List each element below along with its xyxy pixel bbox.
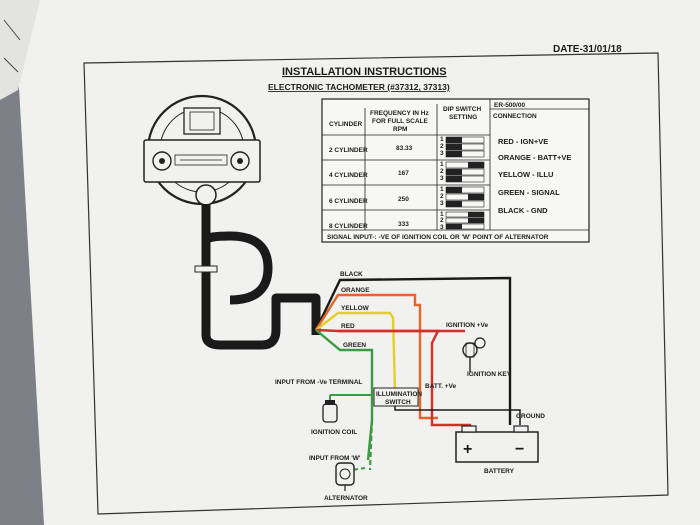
gauge-cable: [201, 204, 321, 350]
col-frequency-1: FREQUENCY IN Hz: [370, 110, 429, 117]
alternator-icon: [335, 462, 355, 491]
wire-label-yellow: YELLOW: [341, 305, 370, 312]
col-dip-2: SETTING: [449, 114, 477, 121]
col-model: ER-500/00: [494, 102, 525, 109]
input-terminal-label: INPUT FROM -Ve TERMINAL: [275, 379, 362, 386]
ignition-ve-label: IGNITION +Ve: [446, 322, 488, 329]
row-frequency-6: 250: [398, 196, 409, 203]
connection-orange: ORANGE - BATT+VE: [498, 153, 571, 162]
battery-icon: + −: [455, 425, 539, 463]
table-footer: SIGNAL INPUT-: -VE OF IGNITION COIL OR '…: [327, 234, 549, 241]
connection-green: GREEN - SIGNAL: [498, 188, 560, 197]
row-cylinder-2: 2 CYLINDER: [329, 147, 368, 154]
row-frequency-4: 167: [398, 170, 409, 177]
wire-orange: [314, 293, 438, 420]
ignition-key-label: IGNITION KEY: [467, 371, 512, 378]
paper-shadow-left: [0, 0, 44, 525]
svg-text:2: 2: [440, 217, 444, 224]
svg-text:1: 1: [440, 136, 444, 143]
row-cylinder-8: 8 CYLINDER: [329, 223, 368, 230]
svg-text:3: 3: [440, 175, 444, 182]
connection-black: BLACK - GND: [498, 206, 548, 215]
batt-ve-label: BATT. +Ve: [425, 383, 457, 390]
illumination-label-1: ILLUMINATION: [376, 391, 422, 398]
wire-black: [314, 276, 512, 425]
illumination-switch: ILLUMINATION SWITCH: [373, 387, 422, 407]
dip-switch-4cyl: 1 2 3: [440, 161, 485, 183]
svg-text:3: 3: [440, 200, 444, 207]
svg-text:1: 1: [440, 161, 444, 168]
col-cylinder: CYLINDER: [329, 121, 363, 128]
svg-text:1: 1: [440, 211, 444, 218]
wire-label-black: BLACK: [340, 271, 363, 278]
svg-text:3: 3: [440, 150, 444, 157]
col-frequency-3: RPM: [393, 126, 407, 133]
illumination-label-2: SWITCH: [385, 399, 411, 406]
dip-switch-6cyl: 1 2 3: [440, 186, 485, 208]
wire-label-red: RED: [341, 323, 355, 330]
row-cylinder-4: 4 CYLINDER: [329, 172, 368, 179]
ground-label: GROUND: [516, 413, 545, 420]
page-subtitle: ELECTRONIC TACHOMETER (#37312, 37313): [268, 82, 450, 92]
wire-label-green: GREEN: [343, 342, 366, 349]
col-connection: CONNECTION: [493, 113, 537, 120]
battery-label: BATTERY: [484, 468, 515, 475]
battery-minus: −: [515, 441, 524, 458]
diagram-border: [83, 52, 669, 515]
col-frequency-2: FOR FULL SCALE: [372, 118, 429, 125]
row-frequency-2: 83.33: [396, 145, 413, 152]
dip-switch-2cyl: 1 2 3: [440, 136, 485, 158]
svg-text:2: 2: [440, 193, 444, 200]
battery-plus: +: [463, 441, 472, 458]
svg-text:2: 2: [440, 143, 444, 150]
col-dip-1: DIP SWITCH: [443, 106, 481, 113]
alternator-label: ALTERNATOR: [324, 495, 368, 502]
gauge-icon: [143, 94, 261, 206]
date-label: DATE-31/01/18: [553, 44, 622, 55]
input-w-label: INPUT FROM 'W': [309, 455, 361, 462]
connection-yellow: YELLOW - ILLU: [498, 170, 553, 179]
svg-text:1: 1: [440, 186, 444, 193]
svg-text:3: 3: [440, 224, 444, 231]
page-title: INSTALLATION INSTRUCTIONS: [282, 66, 447, 78]
row-frequency-8: 333: [398, 221, 409, 228]
row-cylinder-6: 6 CYLINDER: [329, 198, 368, 205]
paper-curl: [0, 0, 40, 100]
ignition-coil-icon: [322, 400, 338, 423]
svg-text:2: 2: [440, 168, 444, 175]
ignition-coil-label: IGNITION COIL: [311, 429, 357, 436]
connection-red: RED - IGN+VE: [498, 137, 548, 146]
settings-table: CYLINDER FREQUENCY IN Hz FOR FULL SCALE …: [321, 98, 590, 243]
dip-switch-8cyl: 1 2 3: [440, 211, 485, 231]
ignition-key-icon: [462, 337, 486, 372]
wire-green: [315, 329, 374, 461]
wire-label-orange: ORANGE: [341, 287, 370, 294]
paper-sheet: [10, 0, 700, 525]
